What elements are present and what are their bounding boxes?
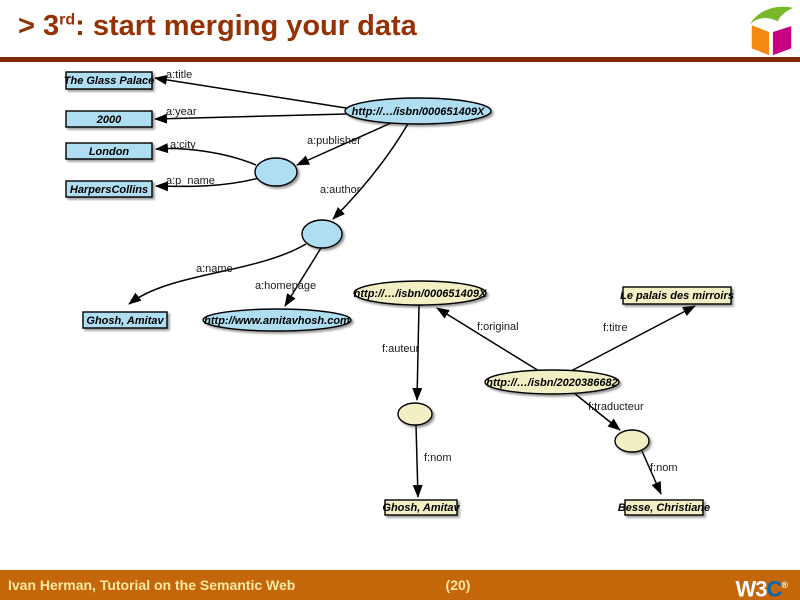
node-isbn-2020386682: http://…/isbn/2020386682 [484,369,620,395]
edge-a-p-name-label: a:p_name [166,175,215,187]
edge-f-nom-right-label: f:nom [650,462,678,474]
edge-a-p-name [155,177,260,192]
w3c-logo: W3C® [735,571,788,603]
edge-f-nom-left-label: f:nom [424,452,452,464]
node-isbn-000651409x-blue-label: http://…/isbn/000651409X [352,106,485,118]
edge-a-year [154,113,347,124]
sweo-cube-logo [749,6,794,56]
node-london: London [65,142,153,160]
edge-f-traducteur-label: f:traducteur [588,401,644,413]
edge-f-original-label: f:original [477,321,519,333]
node-isbn-000651409x-yellow-label: http://…/isbn/000651409X [354,288,487,300]
blank-node-author [301,219,343,249]
slide-header: > 3rd: start merging your data [0,0,800,58]
page-title-prefix: > 3 [18,10,60,42]
node-besse-christiane-label: Besse, Christiane [618,502,710,514]
edge-a-title-label: a:title [166,69,192,81]
node-palais-des-mirroirs-label: Le palais des mirroirs [620,290,734,302]
edge-f-titre-label: f:titre [603,322,627,334]
node-amitav-homepage: http://www.amitavhosh.com [202,308,352,332]
edge-a-homepage [284,247,322,307]
edge-f-auteur [412,304,423,401]
page-title-suffix: : start merging your data [75,10,417,42]
footer-page-number: (20) [445,577,471,593]
header-rule [0,57,800,62]
node-isbn-2020386682-label: http://…/isbn/2020386682 [486,377,617,389]
node-harpers-collins: HarpersCollins [65,180,153,198]
node-year-2000-label: 2000 [96,114,122,126]
edge-a-name-label: a:name [196,263,233,275]
node-ghosh-amitav-blue-label: Ghosh, Amitav [86,315,164,327]
node-ghosh-amitav-yellow: Ghosh, Amitav [382,499,460,516]
node-year-2000: 2000 [65,110,153,128]
w3c-logo-mark: ® [781,580,788,590]
sweo-orange-face [751,25,770,56]
edge-a-city [155,143,257,166]
node-isbn-000651409x-blue: http://…/isbn/000651409X [344,97,492,125]
blank-node-traducteur [614,429,650,453]
node-harpers-collins-label: HarpersCollins [70,184,148,196]
blank-node-auteur [397,402,433,426]
node-ghosh-amitav-blue: Ghosh, Amitav [82,311,168,329]
edge-a-author [332,121,410,220]
edge-f-titre [570,305,696,372]
sweo-leaf-icon [749,6,794,25]
node-london-label: London [89,146,130,158]
slide-footer: Ivan Herman, Tutorial on the Semantic We… [0,570,800,603]
edge-a-author-label: a:author [320,184,361,196]
sweo-magenta-face [772,26,792,56]
edge-a-year-label: a:year [166,106,197,118]
node-besse-christiane: Besse, Christiane [618,499,710,516]
edge-a-title [154,74,347,109]
edge-f-traducteur [573,392,621,431]
page-title: > 3rd: start merging your data [18,10,417,43]
rdf-merge-diagram: The Glass Palace 2000 London HarpersColl… [64,69,734,516]
edge-a-publisher [296,122,392,166]
edge-a-homepage-label: a:homepage [255,280,316,292]
node-palais-des-mirroirs: Le palais des mirroirs [620,286,734,305]
page-title-ordinal: rd [59,11,76,29]
edge-a-publisher-label: a:publisher [307,135,361,147]
edge-f-original [436,307,540,372]
edge-a-name [128,243,307,305]
edge-f-nom-right [641,450,662,495]
node-glass-palace-label: The Glass Palace [64,75,155,87]
edge-a-city-label: a:city [170,139,196,151]
node-amitav-homepage-label: http://www.amitavhosh.com [204,315,350,327]
edge-f-nom-left [412,424,423,498]
node-glass-palace: The Glass Palace [64,71,155,90]
footer-author: Ivan Herman, Tutorial on the Semantic We… [8,577,296,593]
node-isbn-000651409x-yellow: http://…/isbn/000651409X [353,280,487,306]
node-ghosh-amitav-yellow-label: Ghosh, Amitav [382,502,460,514]
blank-node-publisher [254,157,298,187]
edge-f-auteur-label: f:auteur [382,343,420,355]
w3c-logo-w3: W3 [735,576,767,602]
w3c-logo-c: C [766,576,782,602]
